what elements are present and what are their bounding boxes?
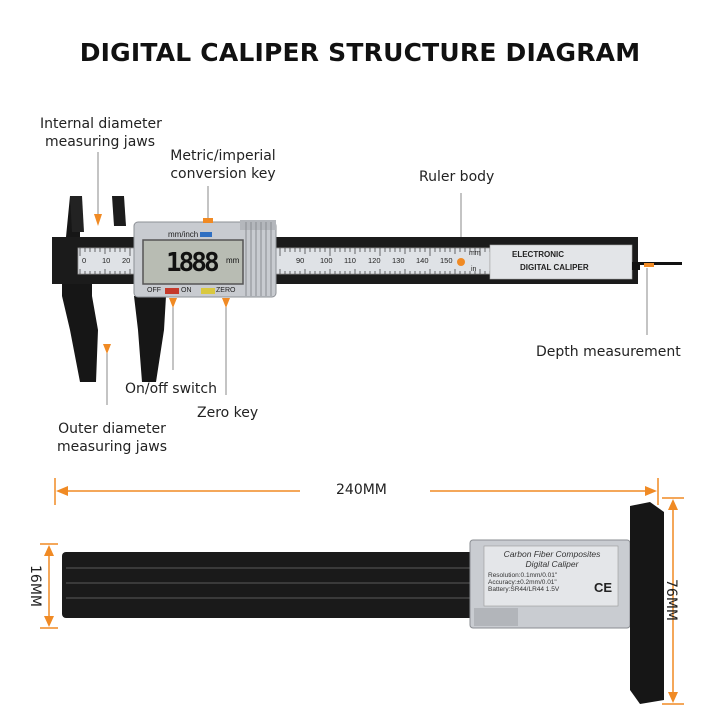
zero-label: ZERO xyxy=(216,287,236,294)
page-title: DIGITAL CALIPER STRUCTURE DIAGRAM xyxy=(79,38,641,67)
label-internal-jaws: Internal diameter measuring jaws xyxy=(40,115,162,151)
label-depth: Depth measurement xyxy=(536,344,681,360)
in-label: in xyxy=(471,266,477,273)
on-off-button xyxy=(165,288,179,294)
on-label: ON xyxy=(181,287,192,294)
marker-ruler-body xyxy=(457,258,465,266)
lcd-unit: mm xyxy=(226,256,240,265)
unit-label: mm/inch xyxy=(168,230,199,239)
back-label-line5: Battery:SR44/LR44 1.5V xyxy=(488,586,560,593)
label-conversion-key-line1: Metric/imperial xyxy=(170,148,276,164)
label-conversion-key-line2: conversion key xyxy=(170,166,276,182)
dim-width: 16MM xyxy=(27,565,43,607)
back-label-line2: Digital Caliper xyxy=(525,559,579,569)
back-label-line1: Carbon Fiber Composites xyxy=(503,549,601,559)
mm-label: mm xyxy=(469,250,481,257)
back-label-line4: Accuracy:±0.2mm/0.01" xyxy=(488,579,557,586)
ruler-text-2: DIGITAL CALIPER xyxy=(520,263,589,272)
marker-conversion-key xyxy=(203,218,213,223)
marker-internal-jaws xyxy=(94,214,102,226)
label-internal-jaws-line2: measuring jaws xyxy=(44,134,156,150)
scale-number: 110 xyxy=(344,256,356,265)
marker-outer-jaws xyxy=(103,344,111,354)
scale-number: 100 xyxy=(320,256,333,265)
zero-button xyxy=(201,288,215,294)
marker-depth xyxy=(644,263,654,267)
back-label: Carbon Fiber Composites Digital Caliper … xyxy=(488,549,616,593)
marker-zero xyxy=(222,298,230,308)
label-onoff: On/off switch xyxy=(125,381,217,397)
scale-number: 120 xyxy=(368,256,381,265)
ruler-text-1: ELECTRONIC xyxy=(512,250,564,259)
off-label: OFF xyxy=(147,287,161,294)
back-label-line3: Resolution:0.1mm/0.01" xyxy=(488,572,558,579)
label-outer-jaws-line2: measuring jaws xyxy=(56,439,168,455)
label-outer-jaws: Outer diameter measuring jaws xyxy=(52,420,172,456)
dim-length: 240MM xyxy=(336,482,387,498)
lcd-display-value: 1888 xyxy=(166,248,220,278)
scale-number: 130 xyxy=(392,256,405,265)
dim-height: 76MM xyxy=(663,579,679,621)
back-jaw xyxy=(630,502,664,704)
label-ruler-body: Ruler body xyxy=(419,169,495,185)
scale-number: 140 xyxy=(416,256,429,265)
label-outer-jaws-line1: Outer diameter xyxy=(58,421,166,437)
marker-onoff xyxy=(169,298,177,308)
scale-number: 90 xyxy=(296,256,305,265)
ce-mark: CE xyxy=(594,580,613,595)
left-scale-number: 0 xyxy=(82,256,87,265)
scale-number: 150 xyxy=(440,256,453,265)
label-internal-jaws-line1: Internal diameter xyxy=(40,116,162,132)
lcd-screen xyxy=(142,239,244,285)
back-beam xyxy=(62,552,502,618)
left-scale-number: 10 xyxy=(102,256,111,265)
left-scale-number: 20 xyxy=(122,256,131,265)
moving-jaw xyxy=(134,296,166,382)
label-conversion-key: Metric/imperial conversion key xyxy=(163,147,283,183)
conversion-key xyxy=(200,232,212,237)
label-zero-key: Zero key xyxy=(197,405,259,421)
